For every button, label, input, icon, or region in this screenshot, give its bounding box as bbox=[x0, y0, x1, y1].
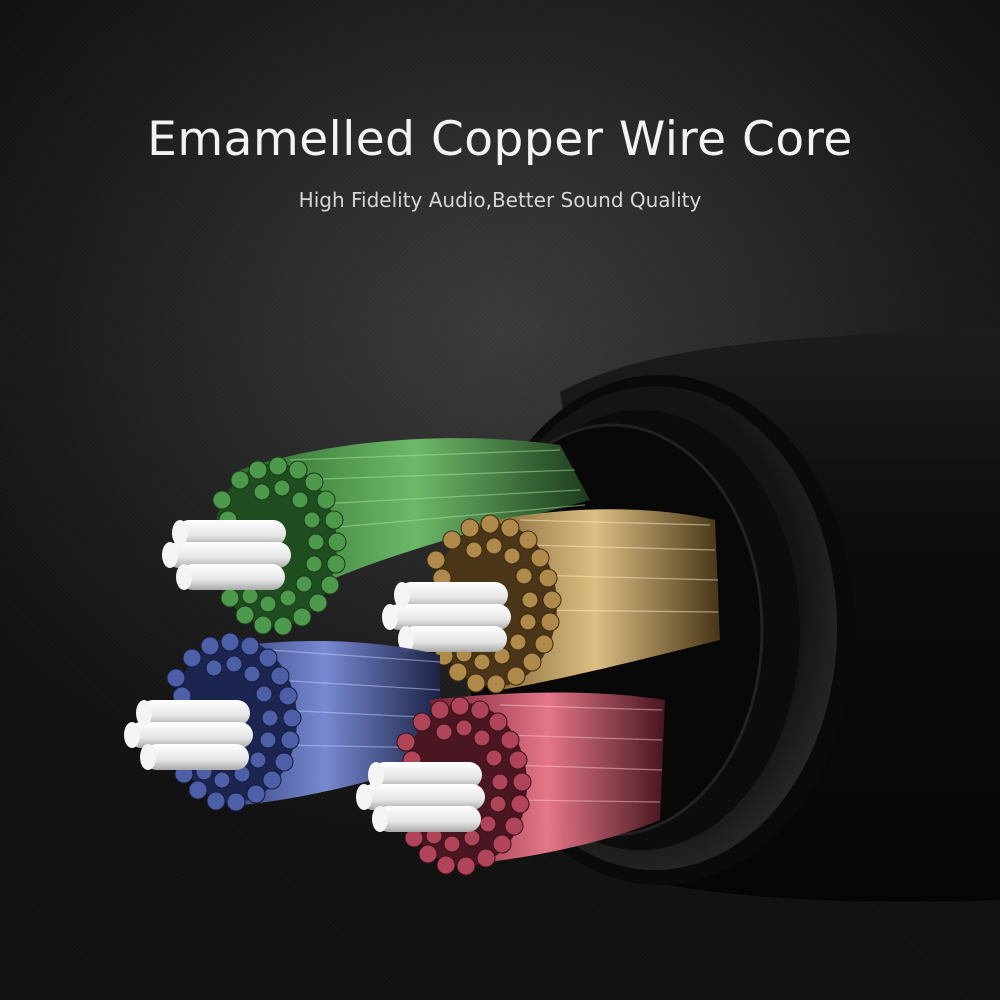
green-strand-ends bbox=[212, 456, 347, 636]
red-insulated-core bbox=[356, 762, 485, 832]
green-conductor bbox=[162, 438, 590, 636]
gold-insulated-core bbox=[382, 582, 511, 652]
blue-conductor bbox=[124, 632, 441, 812]
green-insulated-core bbox=[162, 520, 291, 590]
red-strand-ends bbox=[396, 696, 532, 876]
blue-insulated-core bbox=[124, 700, 253, 770]
red-conductor bbox=[356, 692, 665, 876]
headline-subtitle: High Fidelity Audio,Better Sound Quality bbox=[298, 188, 702, 212]
headline-title: Emamelled Copper Wire Core bbox=[147, 112, 853, 167]
gold-strand-ends bbox=[426, 514, 562, 694]
gold-conductor bbox=[382, 509, 720, 694]
